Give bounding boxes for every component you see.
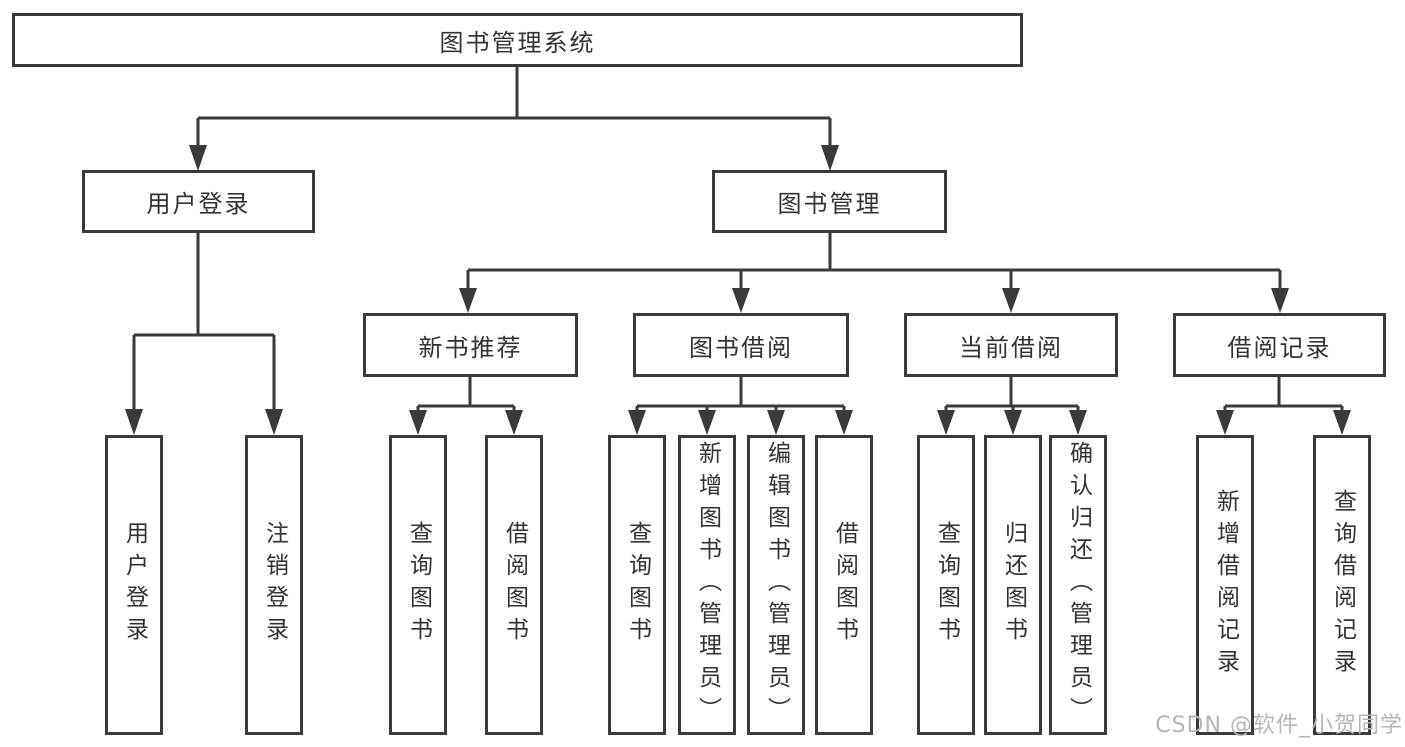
arrow-head xyxy=(1271,288,1289,313)
node-user-login: 用户登录 xyxy=(82,170,315,233)
arrow-head xyxy=(189,145,207,171)
leaf-user-login: 用户登录 xyxy=(105,435,163,735)
arrow-head xyxy=(767,410,785,435)
connector-segment xyxy=(944,377,1080,412)
node-label: 图书管理系统 xyxy=(439,28,596,57)
arrow-head xyxy=(1002,288,1020,313)
node-label: 注销登录 xyxy=(261,521,288,649)
node-book-management: 图书管理 xyxy=(712,170,947,233)
node-label: 查询图书 xyxy=(624,521,651,649)
node-label: 借阅记录 xyxy=(1227,333,1332,362)
arrow-head xyxy=(937,410,955,435)
leaf-edit-book-admin: 编辑图书（管理员） xyxy=(747,435,805,735)
node-new-book-recommendation: 新书推荐 xyxy=(363,313,578,377)
node-label: 新增借阅记录 xyxy=(1212,489,1239,681)
arrow-head xyxy=(265,409,283,435)
arrow-head xyxy=(698,410,716,435)
leaf-query-books-recommend: 查询图书 xyxy=(389,435,447,735)
arrow-head xyxy=(409,410,427,435)
arrow-head xyxy=(821,145,839,171)
leaf-query-books-current: 查询图书 xyxy=(917,435,975,735)
node-label: 图书管理 xyxy=(777,190,882,218)
node-label: 编辑图书（管理员） xyxy=(763,441,790,729)
node-label: 图书借阅 xyxy=(689,333,793,362)
node-label: 用户登录 xyxy=(121,521,148,649)
leaf-borrow-books: 借阅图书 xyxy=(815,435,873,735)
node-label: 用户登录 xyxy=(146,190,251,218)
leaf-confirm-return-admin: 确认归还（管理员） xyxy=(1049,435,1107,735)
node-borrowing-records: 借阅记录 xyxy=(1173,313,1386,377)
arrow-head xyxy=(835,410,853,435)
csdn-watermark: CSDN @软件_小贺同学 xyxy=(1155,713,1403,738)
node-label: 借阅图书 xyxy=(831,521,858,649)
connector-segment xyxy=(416,377,516,412)
arrow-head xyxy=(628,410,646,435)
node-label: 查询图书 xyxy=(405,521,432,649)
node-current-borrowing: 当前借阅 xyxy=(904,313,1118,377)
arrow-head xyxy=(1216,410,1234,435)
node-book-borrowing: 图书借阅 xyxy=(633,313,849,377)
arrow-head xyxy=(1069,410,1087,435)
leaf-query-borrow-record: 查询借阅记录 xyxy=(1313,435,1371,735)
node-library-management-system: 图书管理系统 xyxy=(12,13,1023,67)
arrow-head xyxy=(459,288,477,313)
leaf-borrow-books-recommend: 借阅图书 xyxy=(485,435,543,735)
arrow-head xyxy=(125,409,143,435)
leaf-return-books: 归还图书 xyxy=(984,435,1042,735)
connector-segment xyxy=(466,232,1282,289)
leaf-logout: 注销登录 xyxy=(245,435,303,735)
node-label: 查询图书 xyxy=(933,521,960,649)
node-label: 当前借阅 xyxy=(959,333,1063,362)
arrow-head xyxy=(1333,410,1351,435)
arrow-head xyxy=(732,288,750,313)
node-label: 新增图书（管理员） xyxy=(694,441,721,729)
leaf-query-books-borrow: 查询图书 xyxy=(608,435,666,735)
connector-segment xyxy=(132,233,276,410)
node-label: 确认归还（管理员） xyxy=(1065,441,1092,729)
node-label: 新书推荐 xyxy=(418,333,523,362)
leaf-add-book-admin: 新增图书（管理员） xyxy=(678,435,736,735)
arrow-head xyxy=(505,410,523,435)
node-label: 查询借阅记录 xyxy=(1329,489,1356,681)
connector-segment xyxy=(635,377,846,412)
arrow-head xyxy=(1004,410,1022,435)
node-label: 借阅图书 xyxy=(501,521,528,649)
connector-segment xyxy=(1223,377,1344,412)
leaf-add-borrow-record: 新增借阅记录 xyxy=(1196,435,1254,735)
connector-segment xyxy=(196,67,832,146)
node-label: 归还图书 xyxy=(1000,521,1027,649)
